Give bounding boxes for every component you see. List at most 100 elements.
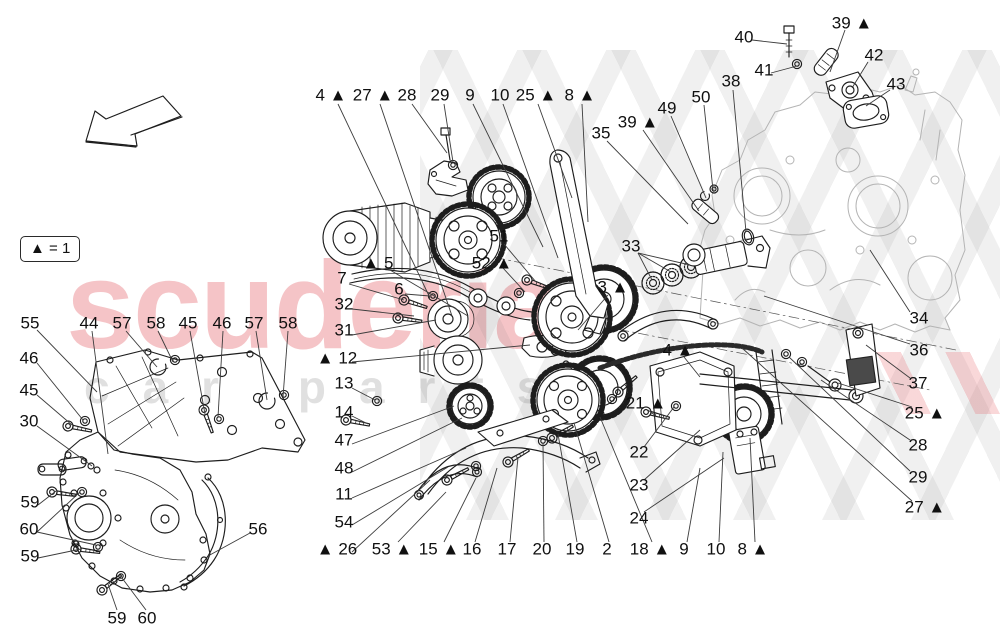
part-label-41: 15 ▲ bbox=[418, 539, 460, 559]
part-label-70: 60 bbox=[19, 519, 39, 539]
part-label-61: 58 bbox=[146, 313, 166, 333]
leader-line bbox=[788, 356, 911, 472]
part-label-31: 31 bbox=[334, 320, 354, 340]
leader-line bbox=[36, 329, 98, 393]
direction-arrow-icon bbox=[86, 96, 182, 147]
part-label-29: 6 bbox=[394, 279, 404, 299]
part-label-39: ▲ 26 bbox=[316, 539, 358, 559]
part-label-58: 55 bbox=[20, 313, 40, 333]
leader-line bbox=[351, 415, 369, 425]
part-label-47: 18 ▲ bbox=[629, 539, 671, 559]
leader-line bbox=[643, 429, 701, 481]
leader-line bbox=[36, 425, 93, 467]
leader-line bbox=[837, 382, 913, 408]
leader-line bbox=[557, 433, 578, 543]
leader-line bbox=[637, 252, 653, 281]
leader-line bbox=[217, 330, 224, 418]
part-label-8: 35 bbox=[591, 123, 611, 143]
part-label-34: 14 bbox=[334, 402, 354, 422]
leader-line bbox=[37, 490, 57, 506]
leader-line bbox=[36, 531, 97, 546]
part-label-30: 32 bbox=[334, 294, 354, 314]
leader-line bbox=[643, 457, 725, 513]
part-label-5: 10 bbox=[490, 85, 510, 105]
part-label-6: 25 ▲ bbox=[515, 85, 557, 105]
leader-line bbox=[502, 267, 526, 293]
part-label-48: 9 bbox=[679, 539, 689, 559]
leader-line bbox=[537, 103, 573, 199]
part-label-26: 23 bbox=[629, 475, 649, 495]
leader-line bbox=[389, 269, 469, 317]
leader-line bbox=[337, 103, 431, 299]
leader-line bbox=[573, 422, 610, 543]
timing-cover-drawing bbox=[60, 349, 305, 592]
part-label-46: 2 bbox=[602, 539, 612, 559]
leader-line bbox=[443, 477, 477, 543]
part-label-12: 38 bbox=[721, 71, 741, 91]
leader-line bbox=[351, 417, 463, 473]
small-sprocket-drawing bbox=[449, 385, 491, 427]
leader-line bbox=[851, 61, 869, 89]
leader-line bbox=[577, 294, 609, 331]
leader-line bbox=[36, 491, 81, 533]
leader-line bbox=[282, 330, 289, 398]
leader-line bbox=[125, 330, 158, 368]
part-label-60: 57 bbox=[112, 313, 132, 333]
leader-line bbox=[36, 362, 84, 421]
leader-line bbox=[36, 394, 73, 426]
leader-line bbox=[351, 319, 437, 336]
part-label-62: 45 bbox=[178, 313, 198, 333]
part-label-49: 10 bbox=[706, 539, 726, 559]
leader-line bbox=[637, 252, 672, 273]
part-label-22: 33 bbox=[621, 236, 641, 256]
leader-line bbox=[703, 104, 714, 191]
part-label-43: 17 bbox=[497, 539, 517, 559]
part-label-27: 24 bbox=[629, 508, 649, 528]
leader-line bbox=[647, 409, 657, 417]
leader-line bbox=[763, 295, 911, 345]
part-label-50: 8 ▲ bbox=[737, 539, 769, 559]
part-label-55: 28 bbox=[908, 435, 928, 455]
leader-line bbox=[255, 330, 268, 401]
part-label-74: 60 bbox=[137, 608, 157, 628]
part-label-23: 4 ▲ bbox=[662, 340, 694, 360]
part-label-42: 16 bbox=[462, 539, 482, 559]
leader-line bbox=[91, 330, 109, 455]
camshaft-sprockets-drawing bbox=[432, 167, 529, 276]
part-label-53: 37 bbox=[908, 373, 928, 393]
part-label-51: 34 bbox=[909, 308, 929, 328]
leader-line bbox=[718, 451, 724, 543]
leader-line bbox=[581, 103, 589, 223]
part-label-57: 27 ▲ bbox=[904, 497, 946, 517]
part-label-9: 39 ▲ bbox=[617, 112, 659, 132]
part-label-3: 29 bbox=[430, 85, 450, 105]
leader-line bbox=[37, 548, 82, 559]
tensioner-pad-drawing bbox=[428, 128, 468, 196]
leader-line bbox=[502, 103, 559, 259]
leader-line bbox=[351, 308, 415, 317]
leader-line bbox=[732, 89, 747, 233]
cam-phaser-lower-drawing bbox=[420, 336, 482, 384]
vertical-guide-rail-drawing bbox=[550, 150, 608, 334]
part-label-25: 22 bbox=[629, 442, 649, 462]
part-label-24: 21 ▲ bbox=[625, 393, 667, 413]
leader-line bbox=[686, 467, 701, 543]
part-label-65: 58 bbox=[278, 313, 298, 333]
part-label-66: 46 bbox=[19, 348, 39, 368]
leader-line bbox=[637, 252, 691, 266]
leader-line bbox=[670, 115, 707, 199]
part-label-21: 3 ▲ bbox=[597, 277, 629, 297]
leader-line bbox=[865, 344, 911, 379]
upper-chain-guide-drawing bbox=[350, 268, 532, 320]
chain-pad-and-cover-bolts bbox=[38, 354, 290, 598]
leader-line bbox=[351, 479, 431, 553]
part-label-15: 39 ▲ bbox=[831, 13, 873, 33]
leader-line bbox=[542, 442, 545, 543]
leader-line bbox=[770, 65, 798, 74]
leader-line bbox=[749, 437, 756, 543]
leader-line bbox=[397, 491, 447, 543]
part-label-7: 8 ▲ bbox=[564, 85, 596, 105]
